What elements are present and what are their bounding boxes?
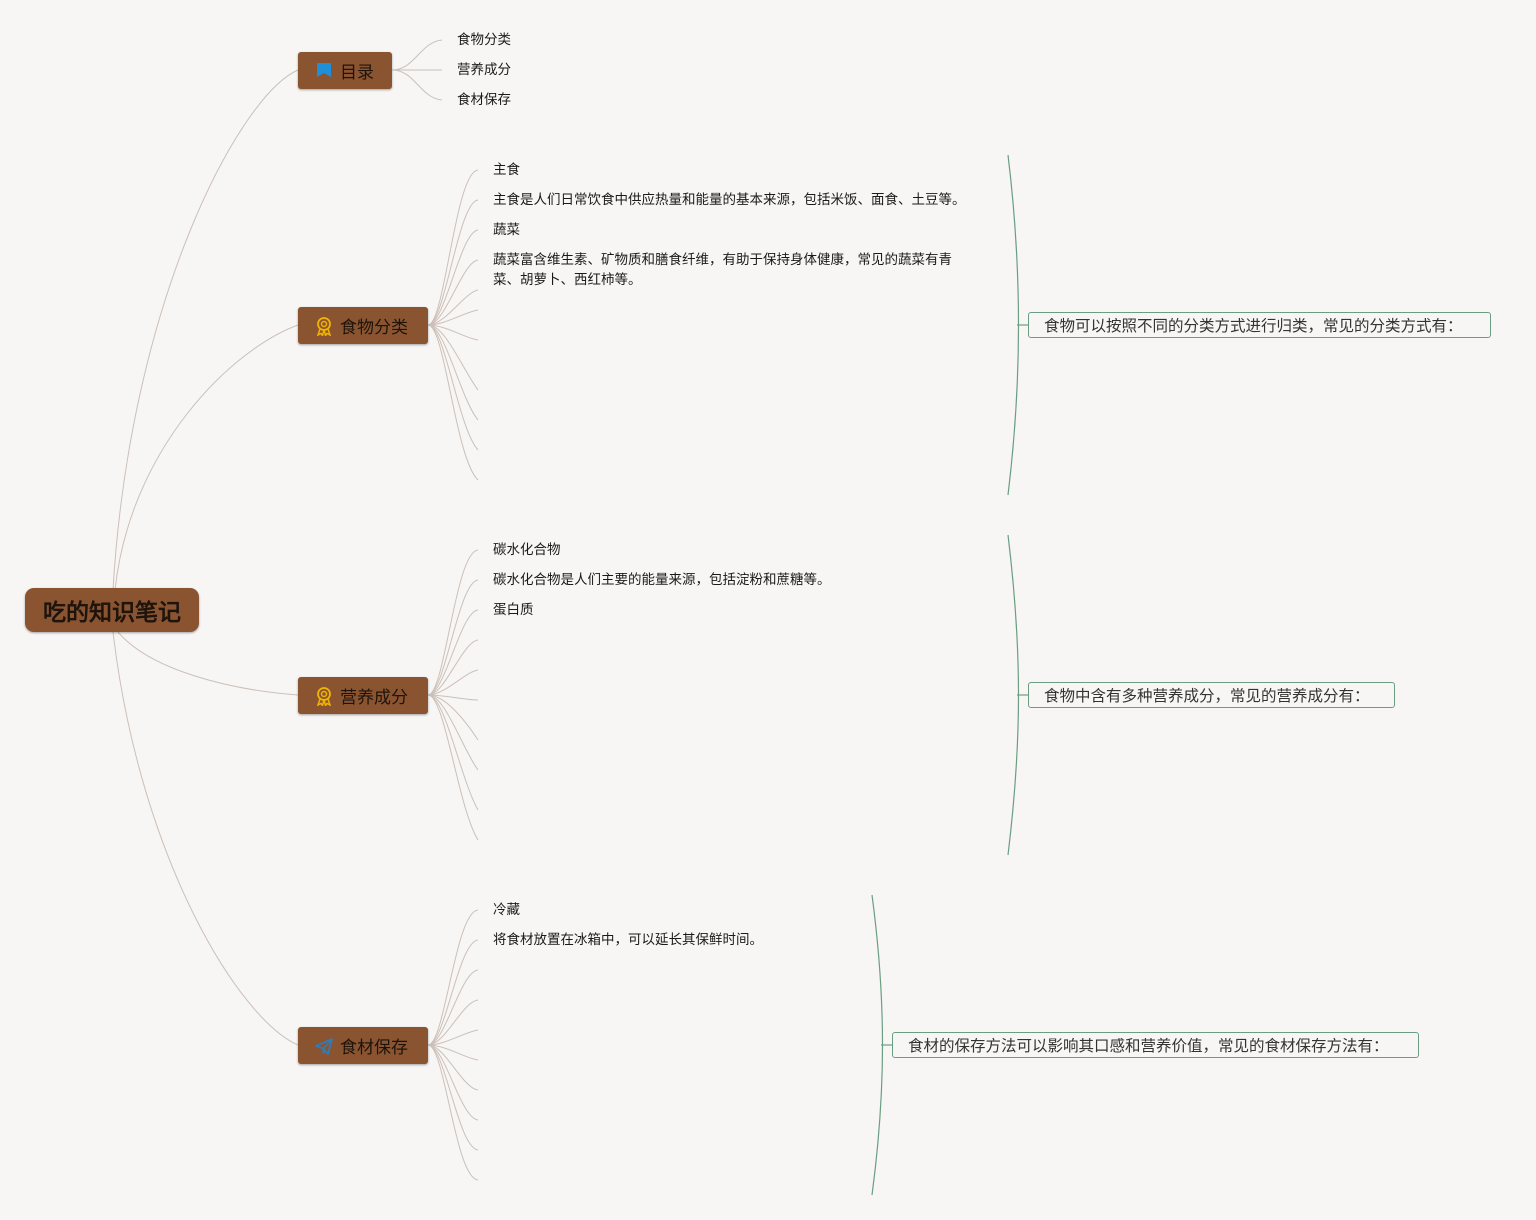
root-topic[interactable]: 吃的知识笔记 — [25, 588, 199, 632]
summary-storage[interactable]: 食材的保存方法可以影响其口感和营养价值，常见的食材保存方法有： — [892, 1032, 1419, 1058]
leaf-catalog-2[interactable]: 营养成分 — [457, 62, 511, 78]
topic-label: 食物分类 — [340, 318, 408, 338]
connector-root-classification — [114, 324, 299, 591]
leaf-staple-title[interactable]: 主食 — [493, 162, 520, 178]
topic-food-classification[interactable]: 食物分类 — [298, 307, 428, 344]
summary-label: 食材的保存方法可以影响其口感和营养价值，常见的食材保存方法有： — [908, 1037, 1389, 1055]
topic-catalog[interactable]: 目录 — [298, 52, 392, 89]
topic-nutrition[interactable]: 营养成分 — [298, 677, 428, 714]
leaf-refrigeration-title[interactable]: 冷藏 — [493, 902, 520, 918]
paper-plane-icon — [314, 1036, 334, 1056]
leaf-staple-desc[interactable]: 主食是人们日常饮食中供应热量和能量的基本来源，包括米饭、面食、土豆等。 — [493, 192, 966, 208]
leaf-carbohydrate-title[interactable]: 碳水化合物 — [493, 542, 561, 558]
connector-root-nutrition — [117, 631, 299, 696]
summary-bracket-storage — [871, 894, 884, 1196]
leaf-catalog-1[interactable]: 食物分类 — [457, 32, 511, 48]
connector-root-catalog — [112, 69, 299, 591]
topic-label: 营养成分 — [340, 688, 408, 708]
award-ribbon-icon — [314, 686, 334, 706]
leaf-carbohydrate-desc[interactable]: 碳水化合物是人们主要的能量来源，包括淀粉和蔗糖等。 — [493, 572, 831, 588]
leaf-vegetable-title[interactable]: 蔬菜 — [493, 222, 520, 238]
summary-label: 食物可以按照不同的分类方式进行归类，常见的分类方式有： — [1044, 317, 1463, 335]
summary-bracket-nutrition — [1007, 534, 1020, 856]
summary-nutrition[interactable]: 食物中含有多种营养成分，常见的营养成分有： — [1028, 682, 1395, 708]
topic-label: 目录 — [340, 63, 374, 83]
leaf-protein-title[interactable]: 蛋白质 — [493, 602, 534, 618]
award-ribbon-icon — [314, 316, 334, 336]
leaf-refrigeration-desc[interactable]: 将食材放置在冰箱中，可以延长其保鲜时间。 — [493, 932, 763, 948]
flag-icon — [314, 61, 334, 81]
summary-label: 食物中含有多种营养成分，常见的营养成分有： — [1044, 687, 1370, 705]
connector-root-storage — [112, 631, 299, 1046]
leaf-vegetable-desc[interactable]: 蔬菜富含维生素、矿物质和膳食纤维，有助于保持身体健康，常见的蔬菜有青菜、胡萝卜、… — [493, 252, 952, 288]
topic-food-storage[interactable]: 食材保存 — [298, 1027, 428, 1064]
root-topic-label: 吃的知识笔记 — [43, 600, 181, 626]
summary-classification[interactable]: 食物可以按照不同的分类方式进行归类，常见的分类方式有： — [1028, 312, 1491, 338]
leaf-catalog-3[interactable]: 食材保存 — [457, 92, 511, 108]
topic-label: 食材保存 — [340, 1038, 408, 1058]
summary-bracket-classification — [1007, 154, 1020, 496]
